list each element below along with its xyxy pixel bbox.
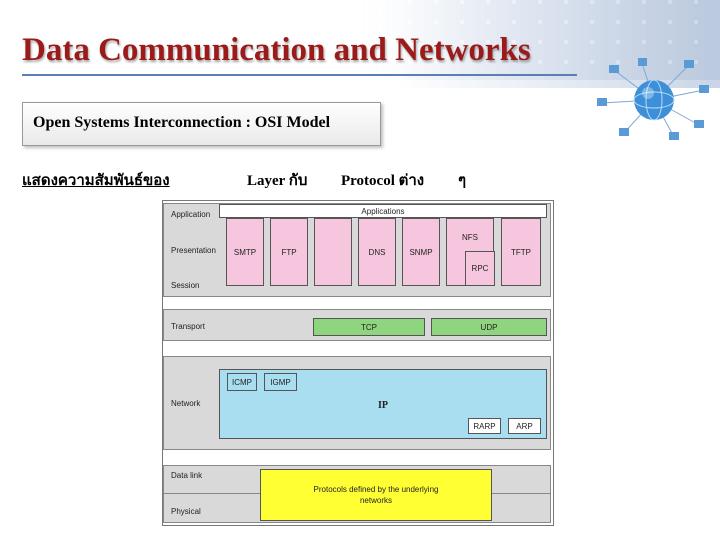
protocol-arp: ARP [508,418,541,434]
layer-label-presentation: Presentation [171,246,216,255]
network-globe-icon [597,58,709,140]
protocol-empty-1 [314,218,352,286]
layer-label-session: Session [171,281,200,290]
header-banner [0,0,720,88]
slide-title: Data Communication and Networks [22,32,531,68]
layer-label-application: Application [171,210,211,219]
layer-label-transport: Transport [171,322,205,331]
osi-diagram: Application Presentation Session Applica… [162,200,554,526]
protocol-tcp: TCP [313,318,425,336]
protocol-rarp: RARP [468,418,501,434]
protocol-igmp: IGMP [264,373,297,391]
protocol-udp: UDP [431,318,547,336]
title-underline [22,74,577,76]
desc-repeat-mark: ๆ [458,173,467,189]
layer-label-physical: Physical [171,507,201,516]
protocol-snmp: SNMP [402,218,440,286]
protocol-underlying-networks: Protocols defined by the underlying netw… [260,469,492,521]
desc-layer-text: Layer กับ [247,173,308,189]
applications-header: Applications [219,204,547,218]
layer-label-network: Network [171,399,201,408]
protocol-icmp: ICMP [227,373,257,391]
protocol-dns: DNS [358,218,396,286]
protocol-smtp: SMTP [226,218,264,286]
keyboard-background-image [360,0,720,80]
desc-thai-text: แสดงความสัมพันธ์ของ [22,173,170,189]
subtitle-text: Open Systems Interconnection : OSI Model [33,114,331,131]
protocol-rpc: RPC [465,251,495,286]
desc-protocol-text: Protocol ต่าง [341,173,425,189]
protocol-tftp: TFTP [501,218,541,286]
subtitle-box: Open Systems Interconnection : OSI Model [22,102,381,146]
layer-label-data-link: Data link [171,471,203,480]
protocol-ftp: FTP [270,218,308,286]
